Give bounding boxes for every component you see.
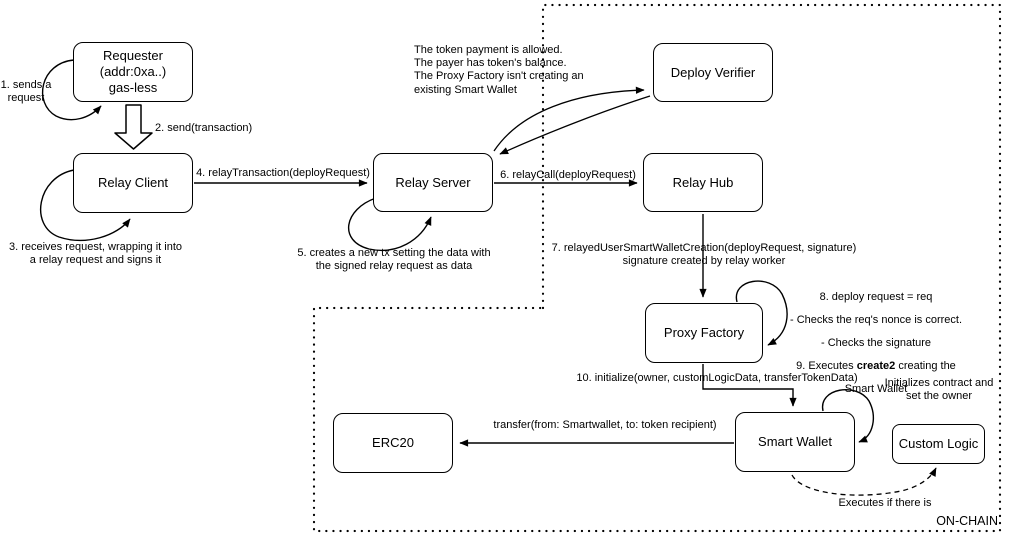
edge-label-step3: 3. receives request, wrapping it into a … (8, 241, 183, 267)
factory-note-line4: 9. Executes create2 creating the (778, 361, 974, 373)
node-custom-logic-label: Custom Logic (898, 436, 979, 452)
factory-note-line3: - Checks the signature (820, 337, 932, 350)
node-deploy-verifier: Deploy Verifier (653, 43, 773, 102)
node-relay-server-label: Relay Server (395, 174, 471, 190)
edge-label-step6: 6. relayCall(deployRequest) (500, 169, 636, 181)
factory-note-create2: create2 (856, 360, 896, 373)
node-relay-client-label: Relay Client (97, 175, 169, 191)
node-erc20-label: ERC20 (372, 435, 414, 451)
edge-step8-self-loop (735, 280, 788, 346)
node-proxy-factory: Proxy Factory (645, 303, 763, 363)
initialize-owner-note: Initializes contract and set the owner (884, 377, 994, 403)
edge-label-step2: 2. send(transaction) (155, 122, 253, 134)
node-erc20: ERC20 (333, 413, 453, 473)
node-relay-server: Relay Server (373, 153, 493, 212)
node-relay-client: Relay Client (73, 153, 193, 213)
on-chain-region-border (312, 3, 1002, 533)
verifier-checks-note: The token payment is allowed. The payer … (414, 44, 584, 96)
edge-step10-arrow (702, 364, 797, 407)
factory-note-line1: 8. deploy request = req (819, 291, 933, 304)
edge-initialize-self-loop (822, 388, 875, 443)
executes-if-there-is-note: Executes if there is (838, 497, 932, 509)
factory-note-line4-suffix: creating the (895, 360, 956, 373)
edge-label-step1: 1. sends a request (0, 79, 52, 105)
factory-note-line4-prefix: 9. Executes (796, 360, 857, 373)
node-requester: Requester (addr:0xa..) gas-less (73, 42, 193, 102)
node-requester-label: Requester (addr:0xa..) gas-less (99, 48, 167, 95)
node-smart-wallet: Smart Wallet (735, 412, 855, 472)
edge-server-to-verifier-arrow (493, 86, 645, 152)
node-relay-hub: Relay Hub (643, 153, 763, 212)
node-relay-hub-label: Relay Hub (672, 174, 734, 190)
node-proxy-factory-label: Proxy Factory (663, 325, 745, 341)
factory-note-line2: - Checks the req's nonce is correct. (789, 314, 963, 327)
edge-verifier-to-server-arrow (499, 95, 651, 155)
edge-step5-self-loop (348, 197, 432, 251)
edge-label-step4: 4. relayTransaction(deployRequest) (196, 167, 370, 179)
edge-step2-block-arrow (114, 104, 153, 150)
edge-label-step10: 10. initialize(owner, customLogicData, t… (576, 372, 858, 384)
node-custom-logic: Custom Logic (892, 424, 985, 464)
edge-step3-self-loop (40, 169, 131, 241)
edge-label-step7: 7. relayedUserSmartWalletCreation(deploy… (551, 242, 857, 268)
edge-executes-dashed-arrow (791, 467, 937, 496)
factory-note-line5: Smart Wallet (844, 383, 908, 396)
edge-label-transfer: transfer(from: Smartwallet, to: token re… (493, 419, 717, 431)
node-smart-wallet-label: Smart Wallet (758, 434, 832, 450)
edge-label-step5: 5. creates a new tx setting the data wit… (297, 247, 491, 273)
factory-checks-note: 8. deploy request = req - Checks the req… (778, 281, 974, 407)
edge-step1-self-loop (41, 59, 102, 121)
on-chain-region-label: ON-CHAIN (936, 514, 998, 528)
node-deploy-verifier-label: Deploy Verifier (670, 64, 756, 80)
